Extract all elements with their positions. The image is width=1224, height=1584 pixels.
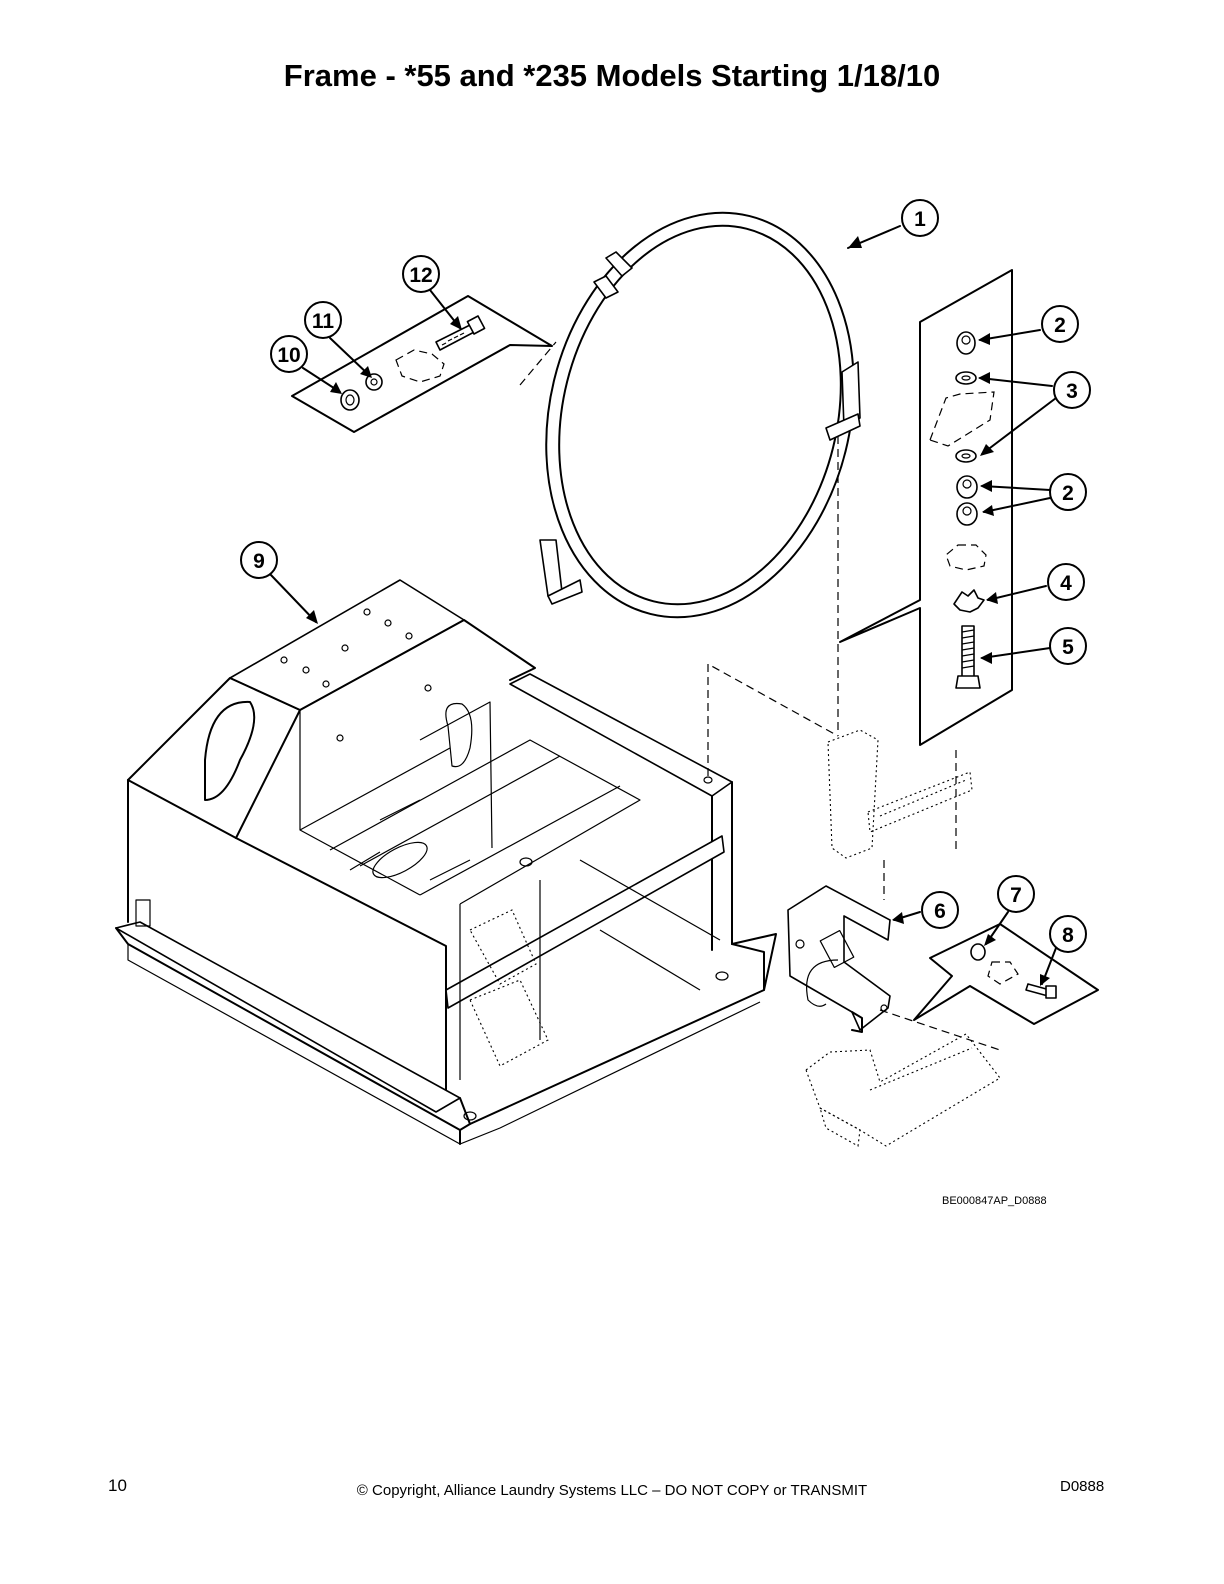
callout-5: 5 xyxy=(1049,627,1087,665)
svg-text:4: 4 xyxy=(1060,572,1072,595)
callout-4: 4 xyxy=(1047,563,1085,601)
ghost-base-part xyxy=(805,1033,1001,1147)
detail-panel-bracket-bolt xyxy=(879,923,1099,1051)
callout-2-top: 2 xyxy=(1041,305,1079,343)
svg-text:12: 12 xyxy=(409,264,432,287)
svg-text:11: 11 xyxy=(312,310,335,333)
svg-text:8: 8 xyxy=(1062,924,1074,947)
callout-1: 1 xyxy=(901,199,939,237)
svg-text:6: 6 xyxy=(934,900,946,923)
ring-part xyxy=(539,211,861,619)
stud-bolt-part xyxy=(955,625,981,689)
svg-text:10: 10 xyxy=(277,344,300,367)
page-number: 10 xyxy=(108,1476,127,1495)
svg-text:9: 9 xyxy=(253,550,265,573)
svg-text:2: 2 xyxy=(1054,314,1066,337)
callout-2-lower: 2 xyxy=(1049,473,1087,511)
diagram-reference-code: BE000847AP_D0888 xyxy=(942,1195,1047,1207)
svg-text:1: 1 xyxy=(914,208,926,231)
callout-6: 6 xyxy=(921,891,959,929)
bolt-part xyxy=(435,315,486,351)
callout-11: 11 xyxy=(304,301,342,339)
bracket-part xyxy=(787,885,891,1033)
callout-10: 10 xyxy=(270,335,308,373)
callout-9: 9 xyxy=(240,541,278,579)
detail-panel-suspension xyxy=(827,269,1013,900)
document-id: D0888 xyxy=(1060,1478,1105,1495)
top-nut-part xyxy=(956,331,976,355)
callout-12: 12 xyxy=(402,255,440,293)
star-washer-part xyxy=(365,373,383,391)
copyright-notice: © Copyright, Alliance Laundry Systems LL… xyxy=(356,1482,868,1499)
detail-panel-bolt xyxy=(291,295,557,433)
nut-part xyxy=(340,389,360,411)
svg-text:2: 2 xyxy=(1062,482,1074,505)
callout-7: 7 xyxy=(997,875,1035,913)
frame-part xyxy=(115,579,839,1145)
callout-leaders xyxy=(269,225,1057,986)
svg-text:3: 3 xyxy=(1066,380,1078,403)
washer-part xyxy=(955,371,977,385)
callout-3: 3 xyxy=(1053,371,1091,409)
callout-8: 8 xyxy=(1049,915,1087,953)
svg-text:7: 7 xyxy=(1010,884,1022,907)
page-title: Frame - *55 and *235 Models Starting 1/1… xyxy=(283,58,941,93)
svg-text:5: 5 xyxy=(1062,636,1074,659)
